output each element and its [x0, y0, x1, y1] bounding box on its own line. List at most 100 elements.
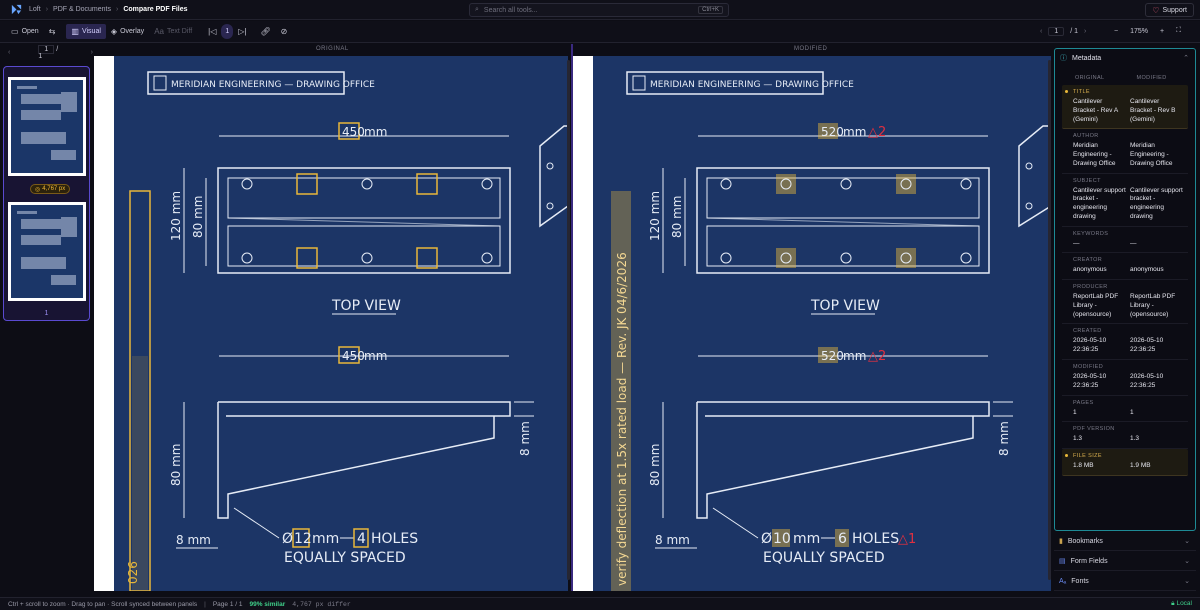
swap-button[interactable]: ⇆	[44, 24, 61, 39]
equally-spaced-label: EQUALLY SPACED	[284, 550, 406, 566]
original-document-panel[interactable]: 026 MERIDIAN ENGINEERING — DRAWING OFFIC…	[94, 56, 568, 591]
metadata-original-value: 1	[1073, 408, 1077, 416]
next-diff-button[interactable]: ▷|	[233, 24, 251, 39]
unit-mm-mod: mm	[843, 125, 866, 139]
chevron-right-icon: ›	[45, 6, 49, 13]
metadata-values: ReportLab PDF Library - (opensource)Repo…	[1073, 293, 1183, 319]
chevron-left-icon[interactable]: ‹	[1040, 28, 1043, 35]
link-button[interactable]: 🔗︎	[256, 24, 276, 39]
modified-hole-diameter: 10	[773, 531, 791, 547]
zoom-in-icon[interactable]: +	[1160, 27, 1165, 35]
modified-document-panel[interactable]: verify deflection at 1.5x rated load — R…	[573, 56, 1051, 591]
modified-width-value: 520	[821, 125, 844, 139]
open-button[interactable]: ▭ Open	[6, 24, 44, 39]
local-label: Local	[1176, 600, 1192, 607]
thumbnail-original-preview	[11, 80, 83, 173]
top-bar: Loft › PDF & Documents › Compare PDF Fil…	[0, 0, 1200, 20]
dim-120-mm: 120 mm	[169, 191, 183, 241]
metadata-modified-value: Cantilever support bracket - engineering…	[1130, 186, 1183, 220]
dim-8-mm-vertical-mod: 8 mm	[997, 421, 1011, 456]
metadata-original-value: anonymous	[1073, 266, 1107, 274]
overlay-mode-button[interactable]: ◈ Overlay	[106, 24, 149, 39]
page-current-input[interactable]: 1	[1048, 27, 1065, 36]
loft-logo-icon[interactable]	[10, 3, 23, 16]
breadcrumb-current: Compare PDF Files	[123, 6, 188, 13]
chevron-right-icon[interactable]: ›	[90, 49, 93, 56]
zoom-level[interactable]: 175%	[1130, 27, 1148, 35]
support-button[interactable]: ♡ Support	[1145, 3, 1194, 17]
equally-spaced-label-mod: EQUALLY SPACED	[763, 550, 885, 566]
phi-symbol: Ø	[282, 531, 293, 547]
unit-mm-2: mm	[364, 349, 387, 363]
dim-80-mm: 80 mm	[191, 196, 205, 238]
visual-label: Visual	[81, 28, 101, 35]
metadata-modified-value: —	[1130, 239, 1137, 247]
chevron-right-icon: ›	[116, 6, 119, 13]
thumbnail-modified[interactable]	[8, 202, 86, 301]
status-page: Page 1 / 1	[212, 600, 243, 608]
unit-mm-3: mm	[312, 531, 339, 547]
breadcrumb-pdf-documents[interactable]: PDF & Documents	[53, 6, 111, 13]
lock-icon: 🔒︎	[1171, 600, 1175, 607]
metadata-header[interactable]: ⓘ Metadata ⌃	[1055, 49, 1195, 67]
thumb-page-current[interactable]: 1	[38, 44, 55, 54]
diff-pixels-badge: ◎4,767 px	[30, 184, 71, 194]
revision-2-marker: △2	[868, 125, 886, 140]
col-original: ORIGINAL	[1075, 75, 1105, 81]
zoom-hint: Ctrl + scroll to zoom · Drag to pan · Sc…	[8, 600, 198, 608]
bookmarks-label: Bookmarks	[1067, 537, 1103, 545]
dim-80-mm-profile-mod: 80 mm	[648, 444, 662, 486]
skip-back-icon: |◁	[208, 26, 217, 36]
metadata-key: AUTHOR	[1073, 133, 1099, 140]
modified-panel-label: MODIFIED	[794, 46, 828, 52]
original-drawing: 026 MERIDIAN ENGINEERING — DRAWING OFFIC…	[114, 56, 568, 591]
metadata-original-value: 1.3	[1073, 435, 1083, 443]
original-width-value: 450	[342, 125, 365, 139]
status-bar: Ctrl + scroll to zoom · Drag to pan · Sc…	[0, 597, 1200, 610]
search-input[interactable]: ⌕ Search all tools... Ctrl+K	[469, 3, 729, 17]
link-icon: 🔗︎	[260, 26, 271, 36]
revision-stamp: verify deflection at 1.5x rated load — R…	[615, 252, 629, 586]
local-status: 🔒︎ Local	[1171, 600, 1192, 608]
holes-label: HOLES	[371, 531, 418, 547]
bookmarks-accordion[interactable]: ▮ Bookmarks ⌄	[1054, 532, 1196, 551]
breadcrumb-loft[interactable]: Loft	[29, 6, 41, 13]
chevron-right-icon[interactable]: ›	[1084, 28, 1087, 35]
metadata-modified-value: 2026-05-10 22:36:25	[1130, 373, 1164, 389]
text-diff-button[interactable]: Aa Text Diff	[149, 24, 197, 39]
fonts-accordion[interactable]: Aₐ Fonts ⌄	[1054, 572, 1196, 591]
original-panel-label: ORIGINAL	[316, 46, 349, 52]
warning-icon: ◎	[35, 186, 41, 193]
search-shortcut: Ctrl+K	[698, 6, 723, 14]
thumbnail-header: ‹ 1 / 1 ›	[0, 44, 93, 61]
modified-drawing: verify deflection at 1.5x rated load — R…	[593, 56, 1051, 591]
left-edge-text: 026	[126, 561, 140, 584]
prev-diff-button[interactable]: |◁	[203, 24, 221, 39]
chevron-up-icon: ⌃	[1183, 55, 1189, 62]
unlink-button[interactable]: ⊘	[276, 24, 293, 39]
zoom-out-icon[interactable]: −	[1114, 27, 1119, 35]
col-modified: MODIFIED	[1136, 75, 1167, 81]
metadata-values: Cantilever Bracket - Rev A (Gemini)Canti…	[1073, 98, 1183, 124]
modified-scrollbar[interactable]	[1048, 60, 1051, 580]
metadata-values: Cantilever support bracket - engineering…	[1073, 187, 1183, 222]
metadata-key: KEYWORDS	[1073, 230, 1109, 237]
panel-divider[interactable]	[571, 44, 573, 591]
page-thumbnail[interactable]: ◎4,767 px 1	[3, 66, 90, 321]
original-scrollbar[interactable]	[567, 60, 570, 580]
dim-80-mm-mod: 80 mm	[670, 196, 684, 238]
modified-width-value-2: 520	[821, 349, 844, 363]
thumbnail-original[interactable]	[8, 77, 86, 176]
fullscreen-icon[interactable]: ⛶	[1176, 27, 1181, 34]
visual-mode-button[interactable]: ▥ Visual	[66, 24, 106, 39]
form-fields-accordion[interactable]: ▤ Form Fields ⌄	[1054, 552, 1196, 571]
metadata-original-value: 2026-05-10 22:36:25	[1073, 337, 1107, 354]
chevron-left-icon[interactable]: ‹	[8, 49, 11, 56]
dim-8-mm-vertical: 8 mm	[518, 421, 532, 456]
